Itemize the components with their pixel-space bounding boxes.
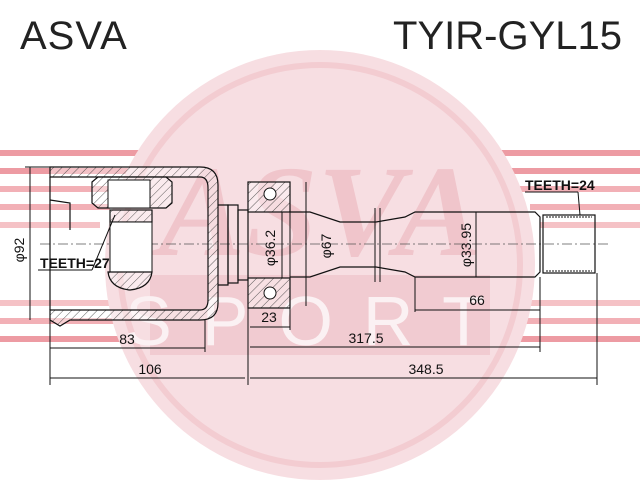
dim-outer-diameter: φ92 [11, 237, 27, 262]
part-number: TYIR-GYL15 [393, 14, 622, 58]
dim-dia-36-2: φ36.2 [262, 230, 278, 267]
tripod-roller [91, 176, 173, 291]
dimension-lines [25, 166, 598, 385]
shaft [290, 208, 596, 282]
dim-348-5: 348.5 [408, 361, 443, 377]
outer-spline [542, 214, 596, 274]
dim-dia-33-95: φ33.95 [458, 223, 474, 267]
dim-106: 106 [138, 361, 162, 377]
brand-title: ASVA [20, 14, 128, 58]
boot-ring [247, 181, 291, 309]
dim-317-5: 317.5 [348, 330, 383, 346]
dim-66: 66 [469, 292, 485, 308]
dim-23: 23 [261, 309, 277, 325]
dim-83: 83 [119, 331, 135, 347]
teeth-outer-label: TEETH=24 [525, 177, 595, 193]
watermark-logo: ASVA SPORT [0, 50, 640, 480]
teeth-inner-label: TEETH=27 [40, 255, 110, 271]
watermark-circle [105, 50, 535, 480]
watermark-stripes-right [500, 150, 640, 342]
dim-dia-67: φ67 [318, 233, 334, 258]
